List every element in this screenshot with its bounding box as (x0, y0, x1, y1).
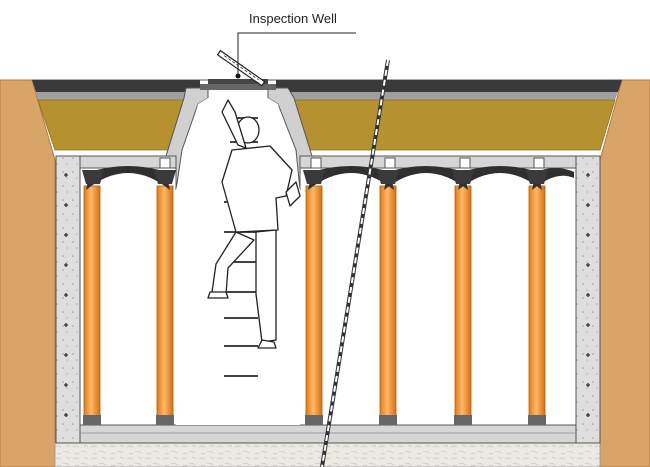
fill-soil-right (293, 99, 616, 151)
person-climbing-icon (207, 99, 301, 349)
slab-posts (159, 157, 545, 169)
pipe-6 (528, 185, 546, 417)
well-wall-left (165, 87, 209, 191)
pipe-feet (83, 415, 546, 425)
drainage-pipes (83, 185, 546, 417)
manhole-cover-icon[interactable] (208, 79, 268, 84)
left-wall (55, 155, 81, 444)
asphalt-left (32, 80, 200, 92)
pipe-4 (379, 185, 397, 417)
asphalt-right (276, 80, 622, 92)
inspection-well-label: Inspection Well (249, 11, 337, 26)
manhole-frame (200, 84, 276, 90)
soil-right (599, 79, 650, 467)
pipe-1 (83, 185, 101, 417)
right-wall (575, 155, 601, 444)
wall-rebar-marks (64, 173, 590, 417)
arch-capitals (82, 170, 548, 184)
subbase-right (288, 92, 618, 100)
cover-lifter-icon (216, 49, 266, 87)
fill-soil-left (37, 99, 185, 151)
gravel-base (54, 442, 601, 467)
subbase-left (36, 92, 190, 100)
well-wall-right (267, 87, 313, 191)
callout-line (237, 32, 356, 76)
pipe-2 (156, 185, 174, 417)
soil-left (0, 79, 56, 467)
pipe-3 (305, 185, 323, 417)
pipe-5 (454, 185, 472, 417)
measuring-rod (320, 59, 390, 467)
